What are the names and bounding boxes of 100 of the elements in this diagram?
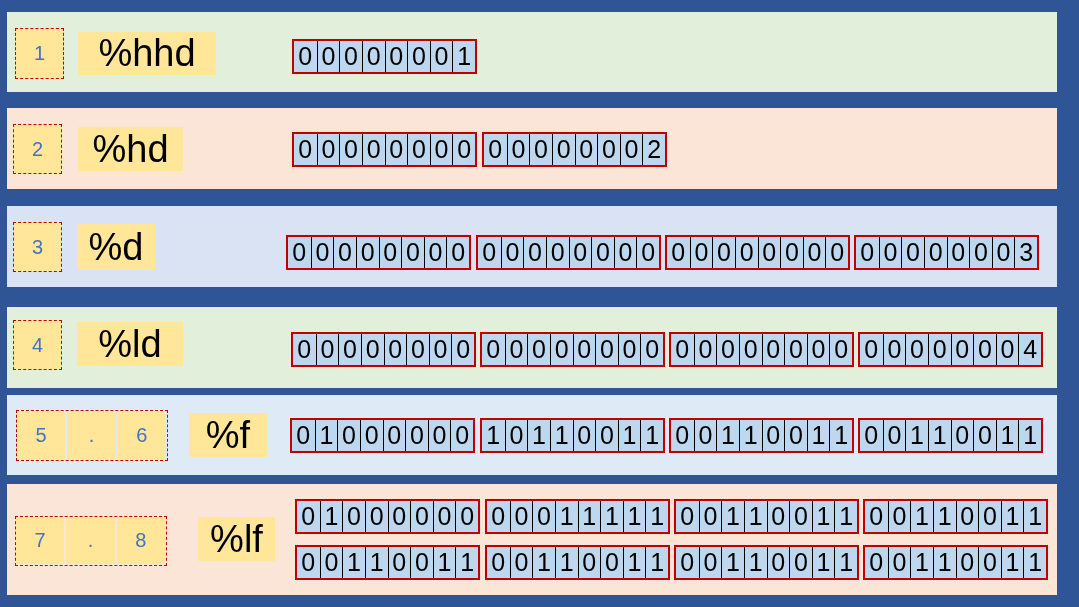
bit-cell: 0 bbox=[860, 420, 883, 451]
bit-cell: 0 bbox=[549, 334, 573, 365]
index-box: 4 bbox=[13, 320, 62, 370]
bit-cell: 0 bbox=[591, 237, 614, 268]
bit-cell: 0 bbox=[955, 501, 979, 532]
bit-cell: 0 bbox=[310, 237, 334, 268]
bit-cell: 0 bbox=[784, 420, 807, 451]
bit-cell: 0 bbox=[595, 334, 618, 365]
byte-box bbox=[482, 132, 667, 167]
bit-cell: 0 bbox=[378, 237, 402, 268]
bit-cell: 0 bbox=[689, 237, 713, 268]
bit-cell: 0 bbox=[360, 334, 384, 365]
bit-cell: 0 bbox=[856, 237, 879, 268]
bit-cell: 0 bbox=[484, 134, 507, 165]
byte-box bbox=[292, 132, 477, 167]
bit-cell: 0 bbox=[423, 237, 447, 268]
bit-cell: 0 bbox=[294, 134, 317, 165]
bit-cell: 0 bbox=[734, 237, 758, 268]
bit-cell: 0 bbox=[315, 334, 339, 365]
bit-cell: 0 bbox=[429, 134, 453, 165]
bit-cell: 0 bbox=[905, 334, 928, 365]
bit-cell: 2 bbox=[642, 134, 665, 165]
bit-cell: 1 bbox=[995, 420, 1019, 451]
bit-cell: 0 bbox=[878, 237, 902, 268]
bit-cell: 0 bbox=[500, 237, 524, 268]
bit-cell: 0 bbox=[297, 501, 320, 532]
bit-cell: 0 bbox=[698, 501, 722, 532]
format-specifier: %hd bbox=[78, 127, 183, 171]
bit-cell: 0 bbox=[901, 237, 924, 268]
bit-cell: 0 bbox=[946, 237, 970, 268]
bit-cell: 1 bbox=[482, 420, 505, 451]
byte-box bbox=[485, 499, 670, 534]
bit-cell: 1 bbox=[314, 420, 338, 451]
byte-box bbox=[295, 499, 480, 534]
bit-cell: 0 bbox=[950, 334, 974, 365]
index-group bbox=[15, 516, 167, 566]
byte-box bbox=[669, 418, 854, 453]
bit-cell: 0 bbox=[613, 237, 637, 268]
bit-cell: 0 bbox=[619, 134, 643, 165]
bit-cell: 1 bbox=[1023, 547, 1046, 578]
bit-cell: 0 bbox=[455, 501, 478, 532]
bit-cell: 1 bbox=[834, 501, 857, 532]
bit-cell: 1 bbox=[932, 501, 956, 532]
bit-cell: 0 bbox=[338, 334, 361, 365]
bit-cell: 0 bbox=[361, 134, 385, 165]
bit-cell: 0 bbox=[927, 334, 951, 365]
bit-cell: 0 bbox=[405, 420, 428, 451]
index-box: 3 bbox=[13, 222, 62, 272]
byte-box bbox=[476, 235, 661, 270]
bit-cell: 1 bbox=[617, 420, 641, 451]
bit-cell: 0 bbox=[784, 334, 807, 365]
bit-cell: 0 bbox=[572, 334, 596, 365]
byte-box bbox=[290, 418, 475, 453]
byte-box bbox=[286, 235, 471, 270]
bit-cell: 0 bbox=[401, 237, 424, 268]
bit-cell: 0 bbox=[955, 547, 979, 578]
index-cell: 7 bbox=[16, 517, 65, 564]
bit-cell: 1 bbox=[532, 547, 555, 578]
bit-cell: 0 bbox=[761, 334, 785, 365]
bit-cell: 0 bbox=[382, 420, 406, 451]
bit-cell: 1 bbox=[932, 547, 956, 578]
bit-cell: 0 bbox=[640, 334, 663, 365]
bit-cell: 0 bbox=[595, 420, 618, 451]
bit-cell: 0 bbox=[923, 237, 947, 268]
byte-box bbox=[665, 235, 850, 270]
byte-box bbox=[863, 499, 1048, 534]
bit-cell: 0 bbox=[738, 334, 762, 365]
byte-box bbox=[858, 332, 1043, 367]
bit-cell: 0 bbox=[337, 420, 360, 451]
bit-cell: 0 bbox=[761, 420, 785, 451]
bit-cell: 0 bbox=[406, 334, 429, 365]
bit-cell: 0 bbox=[693, 334, 717, 365]
bit-cell: 0 bbox=[676, 547, 699, 578]
bit-cell: 1 bbox=[622, 547, 646, 578]
byte-box bbox=[674, 499, 859, 534]
bit-cell: 0 bbox=[716, 334, 739, 365]
bit-cell: 0 bbox=[572, 420, 596, 451]
bit-cell: 0 bbox=[766, 501, 790, 532]
bit-cell: 0 bbox=[802, 237, 826, 268]
bit-cell: 0 bbox=[667, 237, 690, 268]
bit-cell: 0 bbox=[757, 237, 781, 268]
bit-cell: 0 bbox=[978, 547, 1001, 578]
bit-cell: 1 bbox=[743, 547, 767, 578]
bit-cell: 0 bbox=[451, 334, 474, 365]
bit-cell: 1 bbox=[811, 547, 835, 578]
bit-cell: 0 bbox=[789, 547, 812, 578]
bit-cell: 0 bbox=[387, 547, 411, 578]
index-box: 2 bbox=[13, 124, 62, 174]
bit-cell: 0 bbox=[676, 501, 699, 532]
bit-cell: 0 bbox=[319, 547, 343, 578]
bit-cell: 0 bbox=[446, 237, 469, 268]
bit-cell: 1 bbox=[645, 501, 668, 532]
bit-cell: 0 bbox=[333, 237, 356, 268]
row-band bbox=[7, 484, 1057, 595]
bit-cell: 1 bbox=[910, 501, 933, 532]
bit-cell: 0 bbox=[410, 547, 433, 578]
bit-cell: 3 bbox=[1014, 237, 1037, 268]
format-specifier: %d bbox=[77, 224, 155, 270]
bit-cell: 1 bbox=[432, 547, 456, 578]
bit-cell: 0 bbox=[597, 134, 620, 165]
